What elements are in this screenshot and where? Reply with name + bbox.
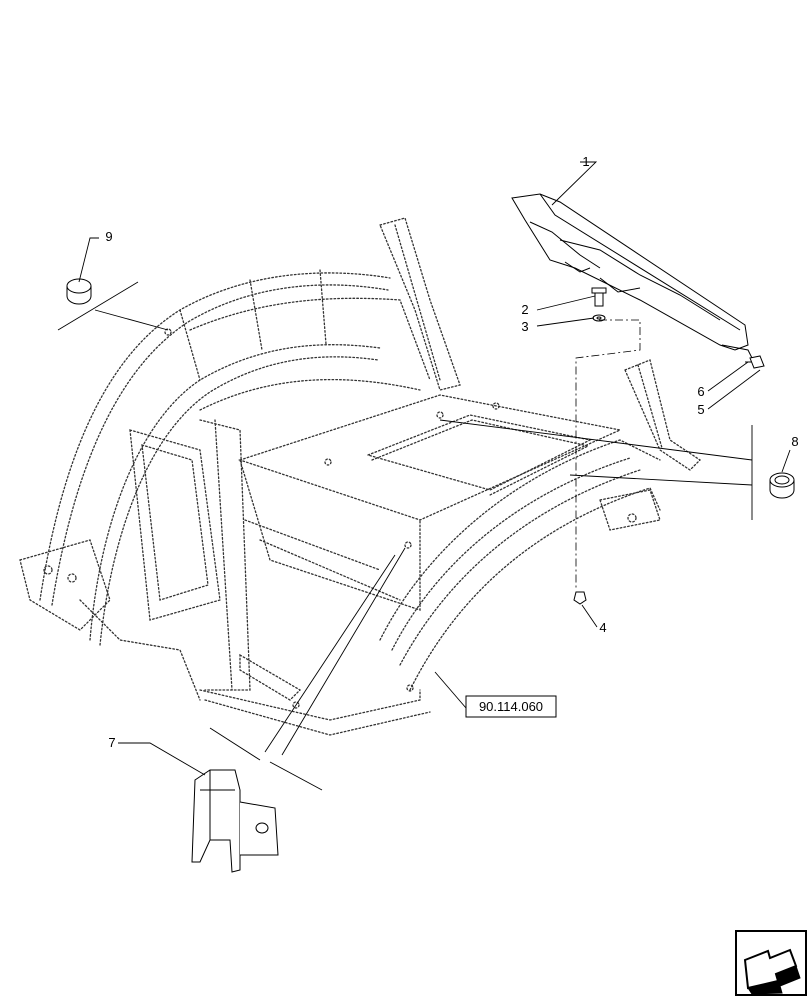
part-9-plug [66, 278, 92, 305]
callout-5: 5 [697, 402, 704, 417]
part-4-nut [573, 591, 587, 605]
callout-4: 4 [599, 620, 606, 635]
next-page-arrow-icon[interactable] [735, 930, 807, 996]
leader-lines [57, 161, 791, 791]
callout-labels: 1 2 3 4 5 6 7 8 9 [105, 154, 798, 750]
callout-8: 8 [791, 434, 798, 449]
reference-label: 90.114.060 [479, 699, 543, 714]
callout-2: 2 [521, 302, 528, 317]
callout-1: 1 [582, 154, 589, 169]
reference-box[interactable]: 90.114.060 [465, 695, 557, 718]
part-3-washer [592, 314, 606, 322]
callout-9: 9 [105, 229, 112, 244]
part-8-plug [769, 472, 795, 499]
cab-frame [19, 217, 702, 736]
part-1-trim-panel [511, 193, 753, 359]
callout-7: 7 [108, 735, 115, 750]
callout-3: 3 [521, 319, 528, 334]
assembly-line [575, 319, 641, 590]
part-2-bolt [591, 287, 607, 307]
part-5-6-screw [745, 355, 765, 369]
part-7-bracket [191, 769, 279, 873]
callout-6: 6 [697, 384, 704, 399]
